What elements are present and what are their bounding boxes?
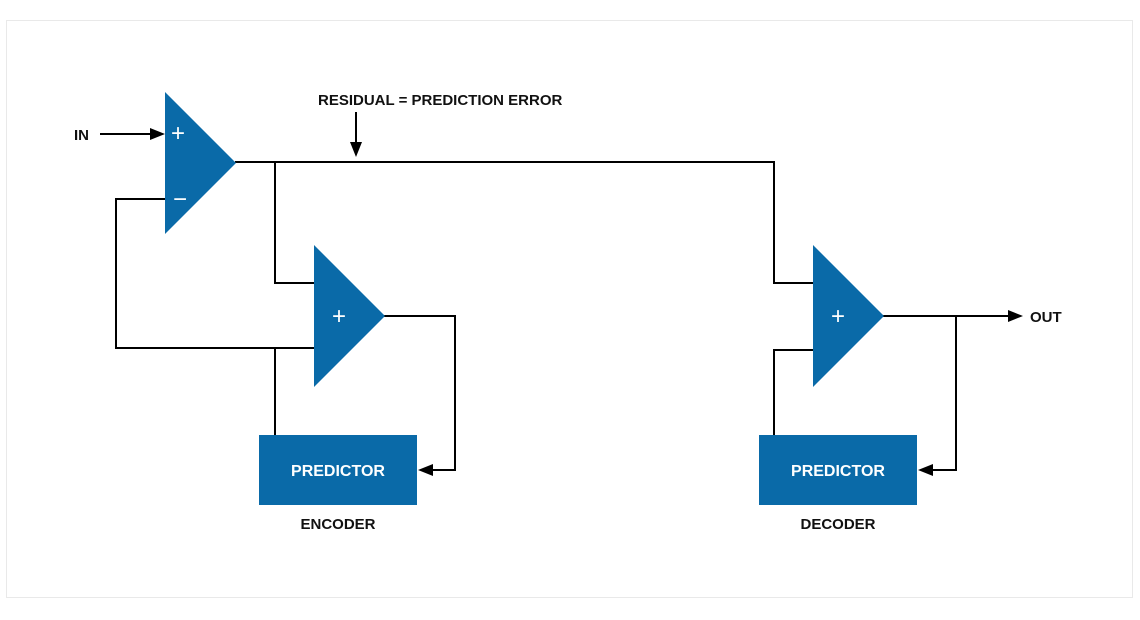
decoder-adder-triangle: [813, 245, 884, 387]
decoder-feedback-wire: [931, 316, 957, 471]
decoder-predictor-output-wire: [773, 349, 814, 435]
output-label: OUT: [1030, 309, 1062, 326]
subtractor-feedback-wire: [115, 198, 314, 349]
encoder-label: ENCODER: [300, 516, 375, 533]
subtractor-plus-sign: +: [171, 120, 185, 147]
decoder-predictor-label: PREDICTOR: [791, 463, 885, 480]
subtractor-minus-sign: −: [173, 186, 187, 213]
residual-label: RESIDUAL = PREDICTION ERROR: [318, 92, 563, 109]
input-arrowhead: [150, 128, 165, 140]
encoder-residual-branch-wire: [274, 162, 314, 284]
decoder-predictor-block: [759, 435, 917, 505]
output-arrowhead: [1008, 310, 1023, 322]
residual-wire: [235, 161, 814, 284]
input-label: IN: [74, 127, 89, 144]
encoder-predictor-label: PREDICTOR: [291, 463, 385, 480]
encoder-adder-output-wire: [384, 315, 456, 471]
decoder-label: DECODER: [800, 516, 875, 533]
decoder-predictor-input-arrowhead: [918, 464, 933, 476]
decoder-adder-plus-sign: +: [831, 303, 845, 330]
encoder-adder-triangle: [314, 245, 385, 387]
subtractor-triangle: [165, 92, 236, 234]
encoder-adder-plus-sign: +: [332, 303, 346, 330]
diagram-frame: [6, 20, 1133, 598]
encoder-predictor-input-arrowhead: [418, 464, 433, 476]
residual-pointer-arrowhead: [350, 142, 362, 157]
encoder-predictor-block: [259, 435, 417, 505]
